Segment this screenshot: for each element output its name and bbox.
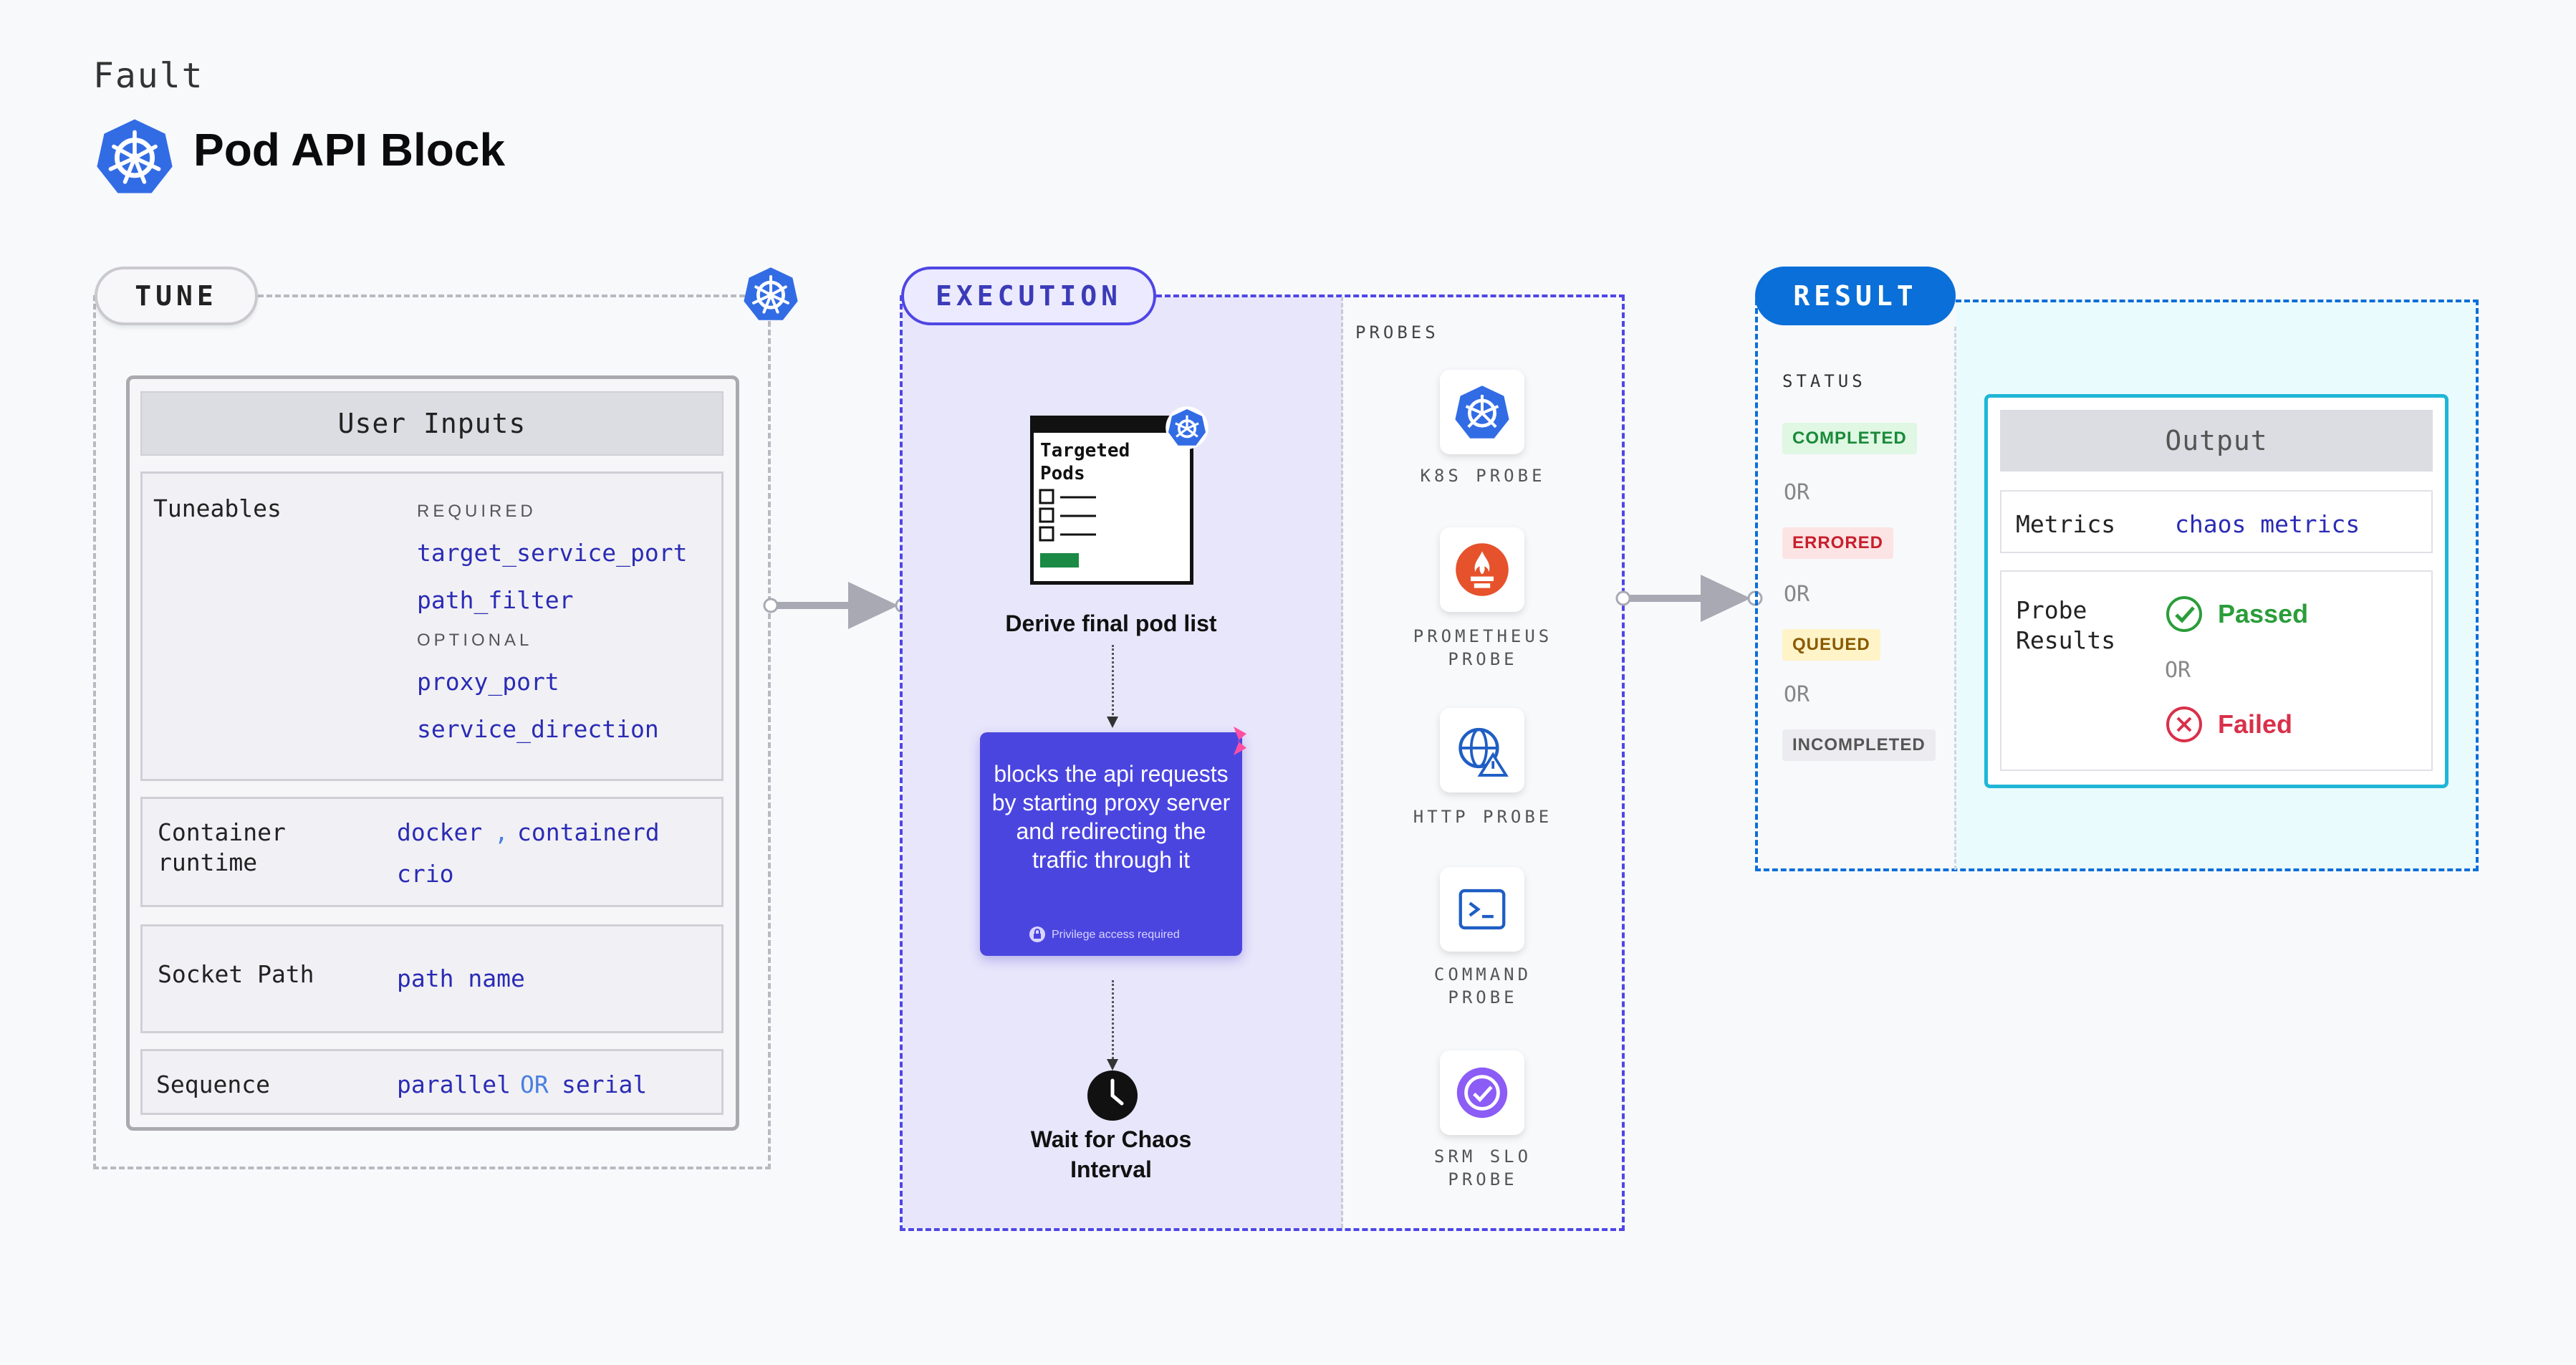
clock-icon (1087, 1071, 1138, 1121)
tuneable-optional-item: proxy_port (417, 668, 559, 696)
flow-arrow (763, 582, 910, 629)
terminal-icon (1458, 889, 1506, 930)
probe-name: K8S PROBE (1420, 466, 1546, 486)
fault-action-card (980, 732, 1242, 956)
arrowhead-icon (1107, 717, 1118, 728)
socket-path-value: path name (397, 964, 525, 992)
kubernetes-icon (1166, 406, 1208, 449)
probes-label: PROBES (1355, 322, 1439, 343)
tuneable-required-item: target_service_port (417, 539, 688, 567)
result-pill: RESULT (1755, 267, 1956, 325)
socket-path-box (140, 924, 724, 1033)
result-frame-top (1956, 300, 2479, 302)
kubernetes-icon (97, 119, 173, 193)
result-frame (1755, 300, 2479, 871)
pod-card-title: Pods (1040, 463, 1085, 484)
container-runtime-label: runtime (158, 848, 258, 876)
command-probe-card (1440, 867, 1524, 952)
x-circle-icon (2166, 707, 2202, 742)
prometheus-probe-card (1440, 527, 1524, 612)
output-header: Output (2000, 410, 2433, 471)
step-connector (1112, 980, 1114, 1063)
or-label: OR (1784, 480, 1810, 505)
sequence-box (140, 1049, 724, 1115)
runtime-separator: , (494, 818, 509, 846)
kubernetes-icon (744, 267, 798, 320)
socket-path-label: Socket Path (158, 960, 314, 988)
execution-frame (900, 295, 1625, 1231)
probe-passed: Passed (2218, 599, 2309, 628)
optional-label: OPTIONAL (417, 631, 533, 650)
or-label: OR (1784, 682, 1810, 707)
execution-frame-top (1156, 294, 1625, 297)
probe-failed: Failed (2218, 709, 2293, 739)
page-title: Pod API Block (193, 124, 506, 176)
sequence-parallel: parallel (397, 1071, 511, 1098)
k8s-probe-card (1440, 370, 1524, 454)
status-label: STATUS (1782, 371, 1866, 391)
chaos-badge-icon (1234, 727, 1246, 755)
metrics-value: chaos metrics (2175, 510, 2360, 538)
step-derive-pod-list: Derive final pod list (1005, 610, 1217, 636)
prometheus-icon (1456, 543, 1509, 596)
kubernetes-icon (1455, 385, 1509, 439)
fault-action-text: blocks the api requests by starting prox… (991, 761, 1231, 873)
metrics-label: Metrics (2016, 510, 2116, 538)
srm-slo-icon (1456, 1067, 1508, 1119)
metrics-box (2000, 490, 2433, 553)
arrowhead-icon (1107, 1059, 1118, 1071)
tuneables-label: Tuneables (153, 494, 282, 522)
or-label: OR (1784, 582, 1810, 607)
probe-results-label: Probe (2016, 596, 2087, 624)
tune-frame-top (258, 294, 771, 297)
globe-warning-icon (1458, 727, 1509, 777)
execution-pill: EXECUTION (901, 267, 1156, 325)
execution-divider (1341, 297, 1343, 1228)
user-inputs-header: User Inputs (140, 391, 724, 456)
runtime-docker: docker (397, 818, 483, 846)
tuneables-box (140, 471, 724, 781)
probe-results-box (2000, 570, 2433, 771)
srm-slo-probe-card (1440, 1050, 1524, 1135)
fault-category-label: Fault (93, 56, 204, 96)
step-connector (1112, 645, 1114, 724)
pod-card-title: Targeted (1040, 440, 1130, 461)
runtime-containerd: containerd (517, 818, 660, 846)
probe-name: HTTP PROBE (1413, 807, 1553, 827)
sequence-or: OR (520, 1071, 549, 1098)
probe-results-label: Results (2016, 626, 2116, 654)
required-label: REQUIRED (417, 502, 537, 521)
privilege-note: Privilege access required (1052, 929, 1180, 941)
lock-icon (1029, 926, 1045, 942)
step-wait-chaos-interval: Interval (1070, 1156, 1152, 1182)
or-label: OR (2165, 658, 2191, 683)
http-probe-card (1440, 708, 1524, 792)
step-wait-chaos-interval: Wait for Chaos (1030, 1126, 1192, 1152)
tuneable-required-item: path_filter (417, 586, 574, 614)
status-badge-completed: COMPLETED (1782, 423, 1917, 454)
tune-frame (93, 295, 771, 1169)
status-badge-incompleted: INCOMPLETED (1782, 729, 1936, 761)
tune-pill: TUNE (95, 267, 258, 325)
flow-arrow (1615, 575, 1763, 622)
result-divider (1954, 327, 1956, 870)
sequence-label: Sequence (156, 1071, 270, 1098)
sequence-serial: serial (562, 1071, 648, 1098)
container-runtime-box (140, 797, 724, 907)
container-runtime-label: Container (158, 818, 286, 846)
tuneable-optional-item: service_direction (417, 715, 659, 743)
check-circle-icon (2166, 596, 2202, 632)
status-badge-queued: QUEUED (1782, 629, 1880, 661)
status-badge-errored: ERRORED (1782, 527, 1894, 559)
runtime-crio: crio (397, 860, 454, 888)
pod-checklist-icon (1039, 489, 1096, 567)
